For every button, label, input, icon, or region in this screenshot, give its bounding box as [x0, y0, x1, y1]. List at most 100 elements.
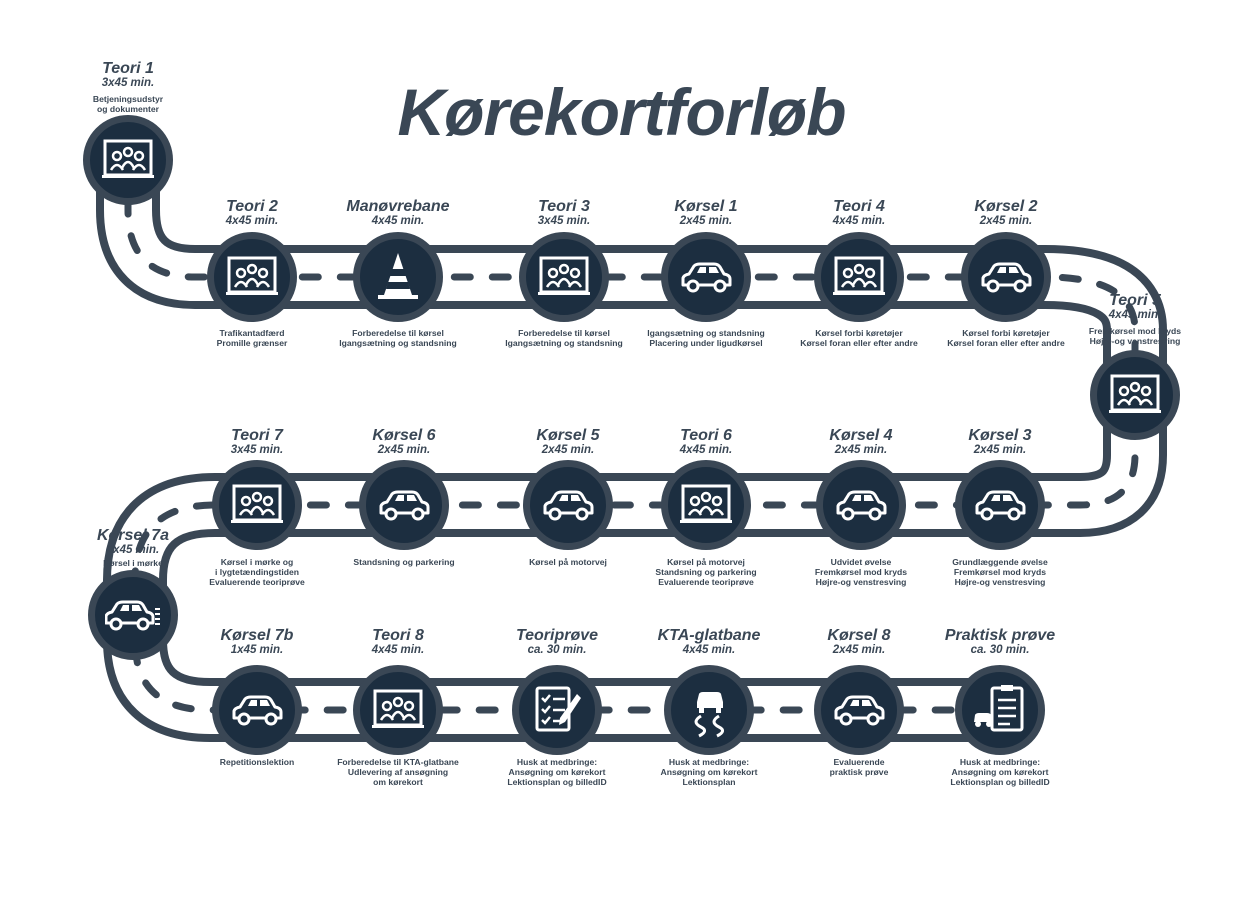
description-line: Igangsætning og standsning: [647, 328, 765, 338]
description-line: Ansøgning om kørekort: [660, 767, 758, 777]
step-node-teoriprøve: [512, 665, 602, 755]
step-name: Kørsel 5: [536, 427, 600, 444]
step-name: KTA-glatbane: [657, 627, 761, 644]
description-line: Højre-og venstresving: [815, 577, 907, 587]
classroom-icon: [1107, 367, 1163, 423]
description-line: i lygtetændingstiden: [214, 567, 300, 577]
step-name: Teori 3: [538, 198, 590, 215]
description-line: Højre-og venstresving: [1089, 336, 1181, 346]
description-line: Kørsel foran eller efter andre: [800, 338, 918, 348]
classroom-icon: [229, 477, 285, 533]
step-duration: 4x45 min.: [682, 644, 736, 656]
car-icon: [540, 477, 596, 533]
step-duration: ca. 30 min.: [970, 644, 1030, 656]
description-line: Husk at medbringe:: [668, 757, 750, 767]
step-node-teori-4: [814, 232, 904, 322]
step-name: Manøvrebane: [346, 198, 450, 215]
step-name: Kørsel 4: [829, 427, 893, 444]
step-duration: 2x45 min.: [979, 215, 1033, 227]
description-line: Trafikantadfærd: [219, 328, 285, 338]
classroom-icon: [224, 249, 280, 305]
car-icon: [978, 249, 1034, 305]
clipboard-car-icon: [972, 682, 1028, 738]
description-line: Forberedelse til kørsel: [518, 328, 610, 338]
step-node-teori-1: [83, 115, 173, 205]
description-line: Grundlæggende øvelse: [952, 557, 1048, 567]
step-node-teori-5: [1090, 350, 1180, 440]
step-node-kørsel-5: [523, 460, 613, 550]
step-description-kørsel-7a: Kørsel i mørke: [43, 558, 223, 568]
step-duration: 2x45 min.: [973, 444, 1027, 456]
step-duration: 3x45 min.: [537, 215, 591, 227]
car-lights-icon: [105, 587, 161, 643]
step-name: Kørsel 7b: [220, 627, 294, 644]
description-line: Fremkørsel mod kryds: [1088, 326, 1182, 336]
step-name: Teori 4: [833, 198, 885, 215]
step-name: Teori 7: [231, 427, 283, 444]
classroom-icon: [100, 132, 156, 188]
description-line: praktisk prøve: [829, 767, 889, 777]
description-line: Repetitionslektion: [219, 757, 295, 767]
step-name: Teori 2: [226, 198, 278, 215]
classroom-icon: [678, 477, 734, 533]
description-line: om kørekort: [373, 777, 423, 787]
checklist-icon: [529, 682, 585, 738]
car-icon: [229, 682, 285, 738]
description-line: Evaluerende teoriprøve: [209, 577, 305, 587]
step-name: Teori 5: [1109, 292, 1161, 309]
step-duration: 4x45 min.: [225, 215, 279, 227]
classroom-icon: [370, 682, 426, 738]
step-name: Kørsel 7a: [96, 527, 170, 544]
step-duration: 2x45 min.: [834, 444, 888, 456]
step-node-kørsel-8: [814, 665, 904, 755]
description-line: Fremkørsel mod kryds: [953, 567, 1047, 577]
step-node-teori-2: [207, 232, 297, 322]
car-icon: [831, 682, 887, 738]
description-line: Evaluerende teoriprøve: [658, 577, 754, 587]
step-node-kørsel-4: [816, 460, 906, 550]
cone-icon: [370, 249, 426, 305]
car-icon: [678, 249, 734, 305]
skid-icon: [681, 682, 737, 738]
description-line: Kørsel forbi køretøjer: [962, 328, 1050, 338]
step-duration: 1x45 min.: [230, 644, 284, 656]
step-node-teori-8: [353, 665, 443, 755]
page-title: Kørekortforløb: [397, 75, 847, 149]
step-description-kørsel-7b: Repetitionslektion: [167, 757, 347, 767]
description-line: Evaluerende: [833, 757, 885, 767]
description-line: Kørsel i mørke og: [220, 557, 294, 567]
step-duration: 2x45 min.: [541, 444, 595, 456]
description-line: Igangsætning og standsning: [505, 338, 623, 348]
step-name: Teori 8: [372, 627, 424, 644]
description-line: Promille grænser: [216, 338, 288, 348]
description-line: Forberedelse til kørsel: [352, 328, 444, 338]
step-name: Kørsel 6: [372, 427, 436, 444]
description-line: Fremkørsel mod kryds: [814, 567, 908, 577]
step-node-teori-7: [212, 460, 302, 550]
step-duration: 2x45 min.: [832, 644, 886, 656]
step-node-kørsel-7b: [212, 665, 302, 755]
car-icon: [376, 477, 432, 533]
